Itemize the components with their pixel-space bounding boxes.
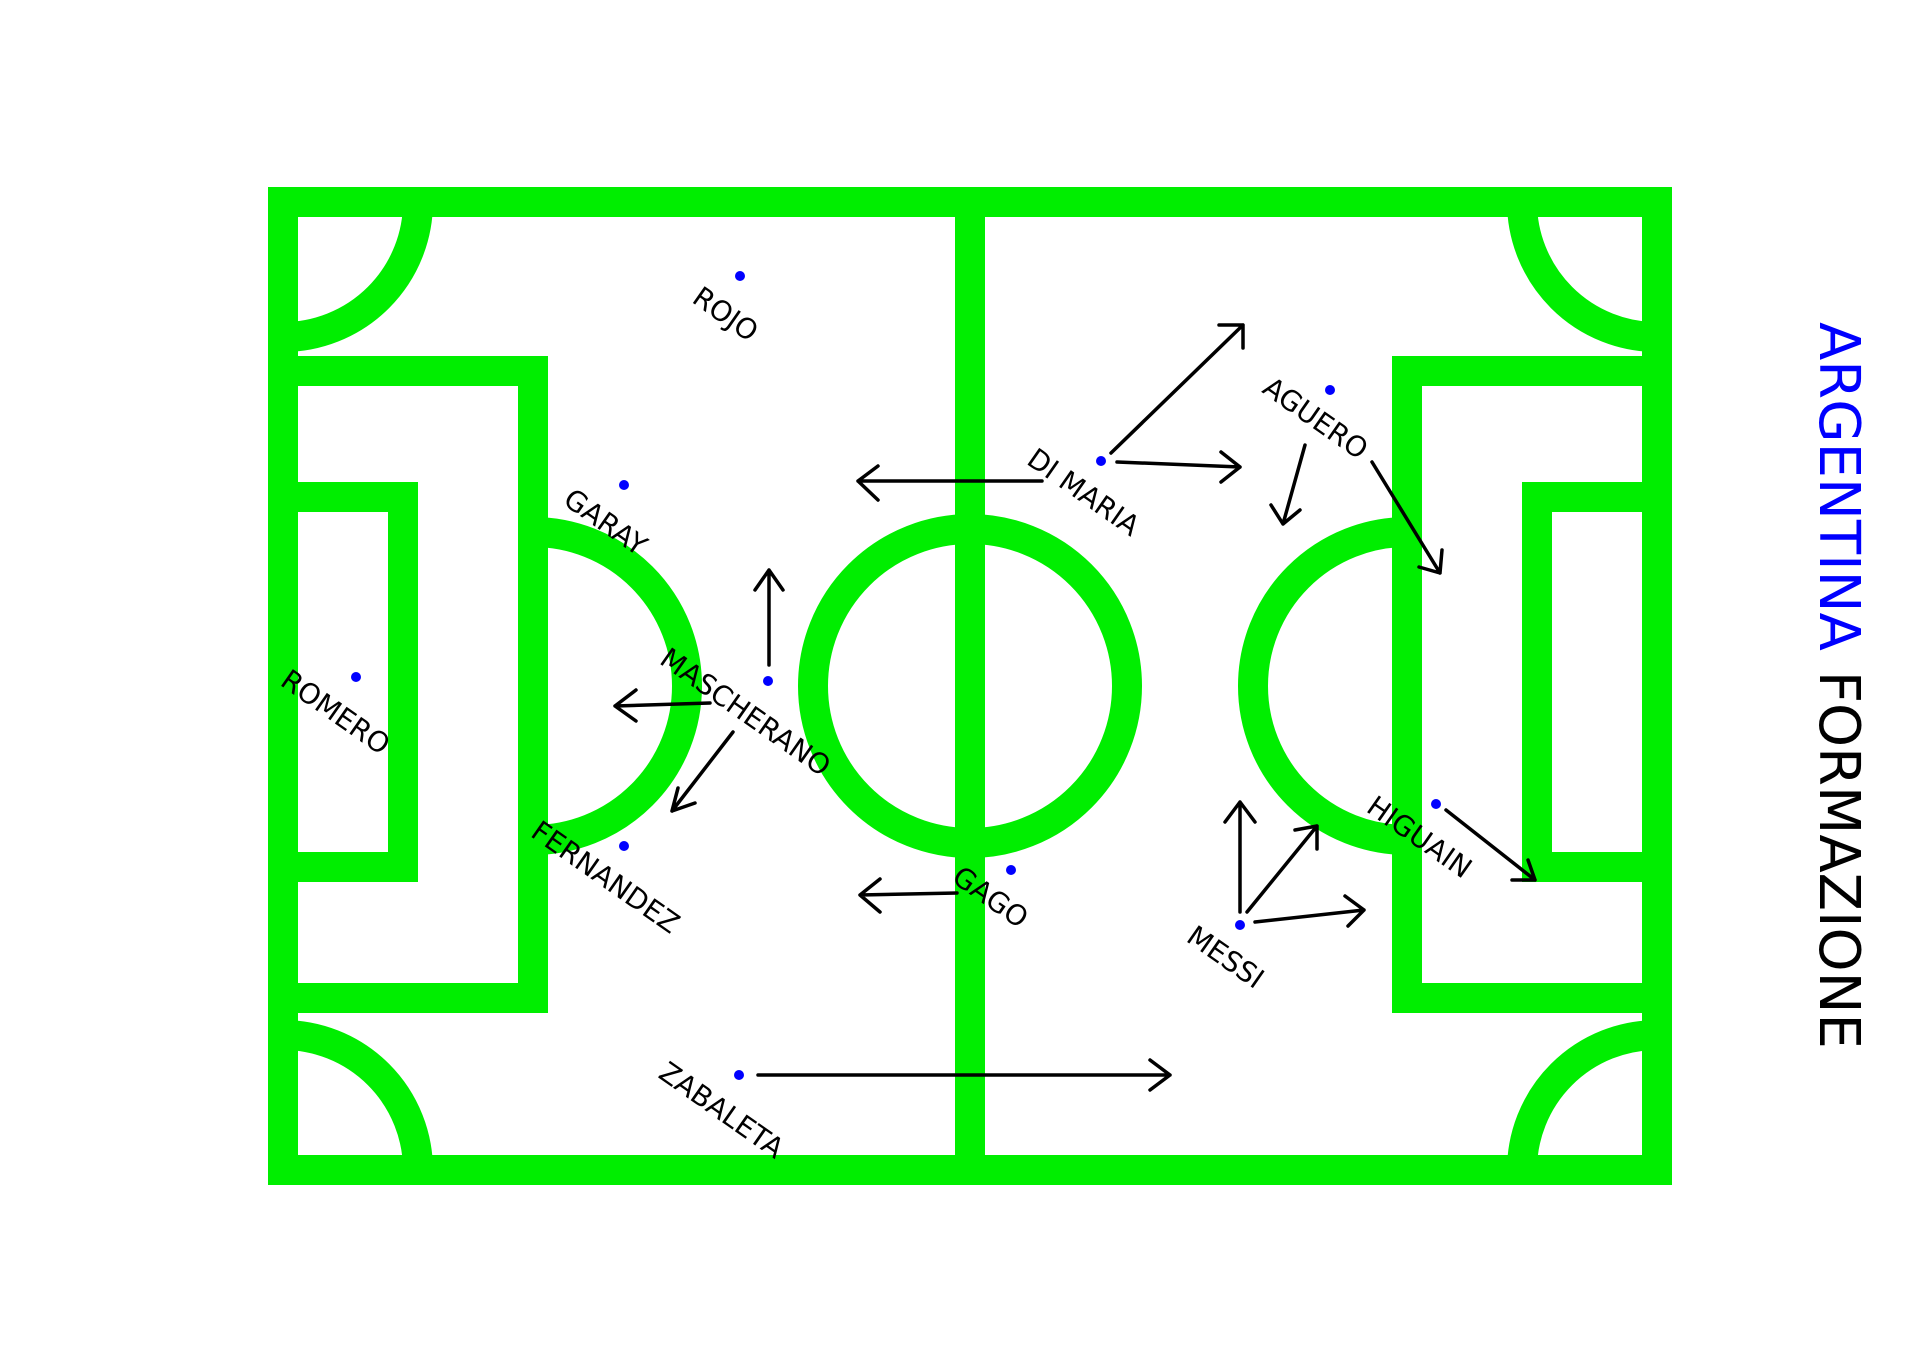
di-maria-arrow-up-right — [1109, 323, 1245, 455]
title: ARGENTINA FORMAZIONE — [1806, 322, 1871, 1049]
messi-arrow-right — [1253, 894, 1366, 928]
corner-arc-top-right — [1507, 201, 1658, 352]
team-name: ARGENTINA — [1806, 322, 1871, 651]
svg-text:ARGENTINAFORMAZIONE: ARGENTINA FORMAZIONE — [1806, 322, 1871, 1049]
di-maria-arrow-right — [1115, 450, 1242, 484]
left-goal-area — [268, 482, 418, 882]
di-maria-arrow-left — [856, 464, 1044, 502]
player-di-maria: DI MARIA — [1021, 442, 1146, 543]
higuain-arrow-down-right — [1444, 808, 1537, 882]
zabaleta-arrow-right — [756, 1058, 1172, 1092]
football-pitch — [268, 187, 1672, 1185]
player-rojo: ROJO — [687, 271, 765, 348]
player-marker — [1325, 385, 1335, 395]
corner-arc-top-left — [282, 201, 433, 352]
player-marker — [1431, 799, 1441, 809]
player-messi: MESSI — [1181, 919, 1270, 995]
messi-arrow-up-right — [1245, 824, 1319, 914]
player-marker — [619, 480, 629, 490]
corner-arc-bottom-left — [282, 1020, 433, 1171]
player-name: ROJO — [687, 280, 765, 348]
player-marker — [1096, 456, 1106, 466]
player-zabaleta: ZABALETA — [653, 1055, 790, 1165]
player-name: AGUERO — [1257, 370, 1374, 466]
aguero-arrow-down-right — [1370, 460, 1444, 575]
mascherano-arrow-down-left — [670, 730, 735, 813]
right-goal-area — [1522, 482, 1672, 882]
title-word: FORMAZIONE — [1806, 671, 1871, 1049]
gago-arrow-left — [858, 877, 959, 914]
player-marker — [351, 672, 361, 682]
player-marker — [735, 271, 745, 281]
messi-arrow-up — [1223, 800, 1257, 914]
player-name: ZABALETA — [653, 1055, 790, 1165]
player-marker — [1235, 920, 1245, 930]
player-aguero: AGUERO — [1257, 370, 1374, 466]
player-name: DI MARIA — [1021, 442, 1146, 543]
mascherano-arrow-left — [613, 688, 712, 723]
player-name: MESSI — [1181, 919, 1270, 995]
player-marker — [619, 841, 629, 851]
center-circle — [798, 514, 1142, 858]
player-marker — [734, 1070, 744, 1080]
players-layer: ROMEROGARAYROJOMASCHERANOFERNANDEZZABALE… — [275, 271, 1478, 1165]
aguero-arrow-down — [1269, 443, 1307, 526]
player-marker — [763, 676, 773, 686]
mascherano-arrow-up — [753, 568, 785, 667]
right-penalty-arc — [1238, 517, 1408, 855]
player-marker — [1006, 865, 1016, 875]
corner-arc-bottom-right — [1507, 1020, 1658, 1171]
movement-arrows — [613, 323, 1537, 1092]
left-penalty-arc — [532, 517, 702, 855]
